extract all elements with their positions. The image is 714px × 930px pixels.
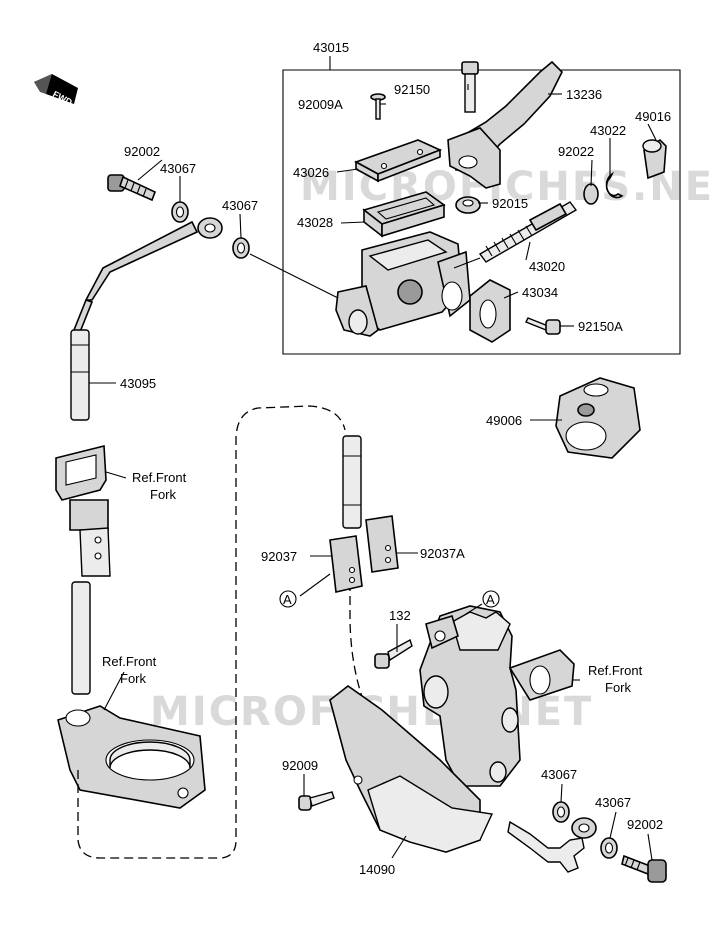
callout-14090: 14090: [359, 862, 395, 877]
brake-caliper: [419, 605, 575, 787]
marker-a-right: [482, 590, 500, 608]
callout-43034: 43034: [522, 285, 558, 300]
ref-front-fork-1-line1: Ref.Front: [132, 470, 187, 485]
assembly-box: [282, 56, 681, 355]
callout-43067-c: 43067: [541, 767, 577, 782]
callout-43067-b: 43067: [222, 198, 258, 213]
disc-guard-14090: [329, 685, 494, 853]
callout-92150A: 92150A: [578, 319, 623, 334]
clamp-43034: [469, 279, 511, 343]
washer-92022: [583, 183, 599, 205]
screw-92009A: [370, 93, 386, 120]
brake-hose-lower-left: [71, 581, 91, 695]
callout-43067-d: 43067: [595, 795, 631, 810]
callout-13236: 13236: [566, 87, 602, 102]
ref-front-fork-2-line1: Ref.Front: [102, 654, 157, 669]
callout-43067-a: 43067: [160, 161, 196, 176]
callout-43015: 43015: [313, 40, 349, 55]
cap-43026: [354, 139, 443, 183]
banjo-bolt-bottom: [621, 854, 667, 883]
brake-hose-upper: [70, 217, 223, 421]
hose-clamp-92037: [329, 535, 363, 593]
callout-92009A: 92009A: [298, 97, 343, 112]
callout-92002-top: 92002: [124, 144, 160, 159]
fwd-arrow-icon: FWD: [34, 74, 78, 108]
callout-43026: 43026: [293, 165, 329, 180]
callout-92009: 92009: [282, 758, 318, 773]
callout-43095: 43095: [120, 376, 156, 391]
fork-bracket-lower: [57, 705, 206, 809]
callout-132: 132: [389, 608, 411, 623]
diaphragm-43028: [362, 191, 446, 238]
boot-49016: [642, 138, 667, 180]
hose-routing-left: [77, 405, 346, 859]
marker-a-left: [279, 590, 297, 608]
master-cylinder-body: [335, 231, 471, 337]
spring-piston-43020: [478, 201, 578, 263]
ref-front-fork-2-line2: Fork: [120, 671, 147, 686]
nut-92015: [455, 196, 481, 214]
bolt-92009: [298, 791, 335, 811]
callout-92037A: 92037A: [420, 546, 465, 561]
marker-a-right-label: A: [486, 592, 495, 607]
callout-49006: 49006: [486, 413, 522, 428]
callout-43022: 43022: [590, 123, 626, 138]
lever-13236: [447, 60, 563, 189]
callout-49016: 49016: [635, 109, 671, 124]
bolt-92150A: [525, 317, 561, 335]
banjo-bolt-top: [107, 174, 157, 202]
callout-92037: 92037: [261, 549, 297, 564]
leader-lines: [89, 84, 657, 861]
callout-43020: 43020: [529, 259, 565, 274]
callout-92015: 92015: [492, 196, 528, 211]
bolt-132: [374, 638, 413, 669]
callout-92022: 92022: [558, 144, 594, 159]
ref-front-fork-1-line2: Fork: [150, 487, 177, 502]
bolt-92150: [461, 61, 479, 113]
brake-hose-caliper-end: [507, 817, 597, 873]
callout-92002-bottom: 92002: [627, 817, 663, 832]
brake-hose-center: [342, 435, 362, 529]
marker-a-left-label: A: [283, 592, 292, 607]
callout-43028: 43028: [297, 215, 333, 230]
ref-front-fork-3-line1: Ref.Front: [588, 663, 643, 678]
hose-clamp-upper: [55, 444, 111, 577]
hose-guide-49006: [555, 377, 641, 459]
hose-clamp-92037A: [365, 515, 399, 573]
callout-92150: 92150: [394, 82, 430, 97]
circlip-43022: [605, 171, 624, 199]
ref-front-fork-3-line2: Fork: [605, 680, 632, 695]
